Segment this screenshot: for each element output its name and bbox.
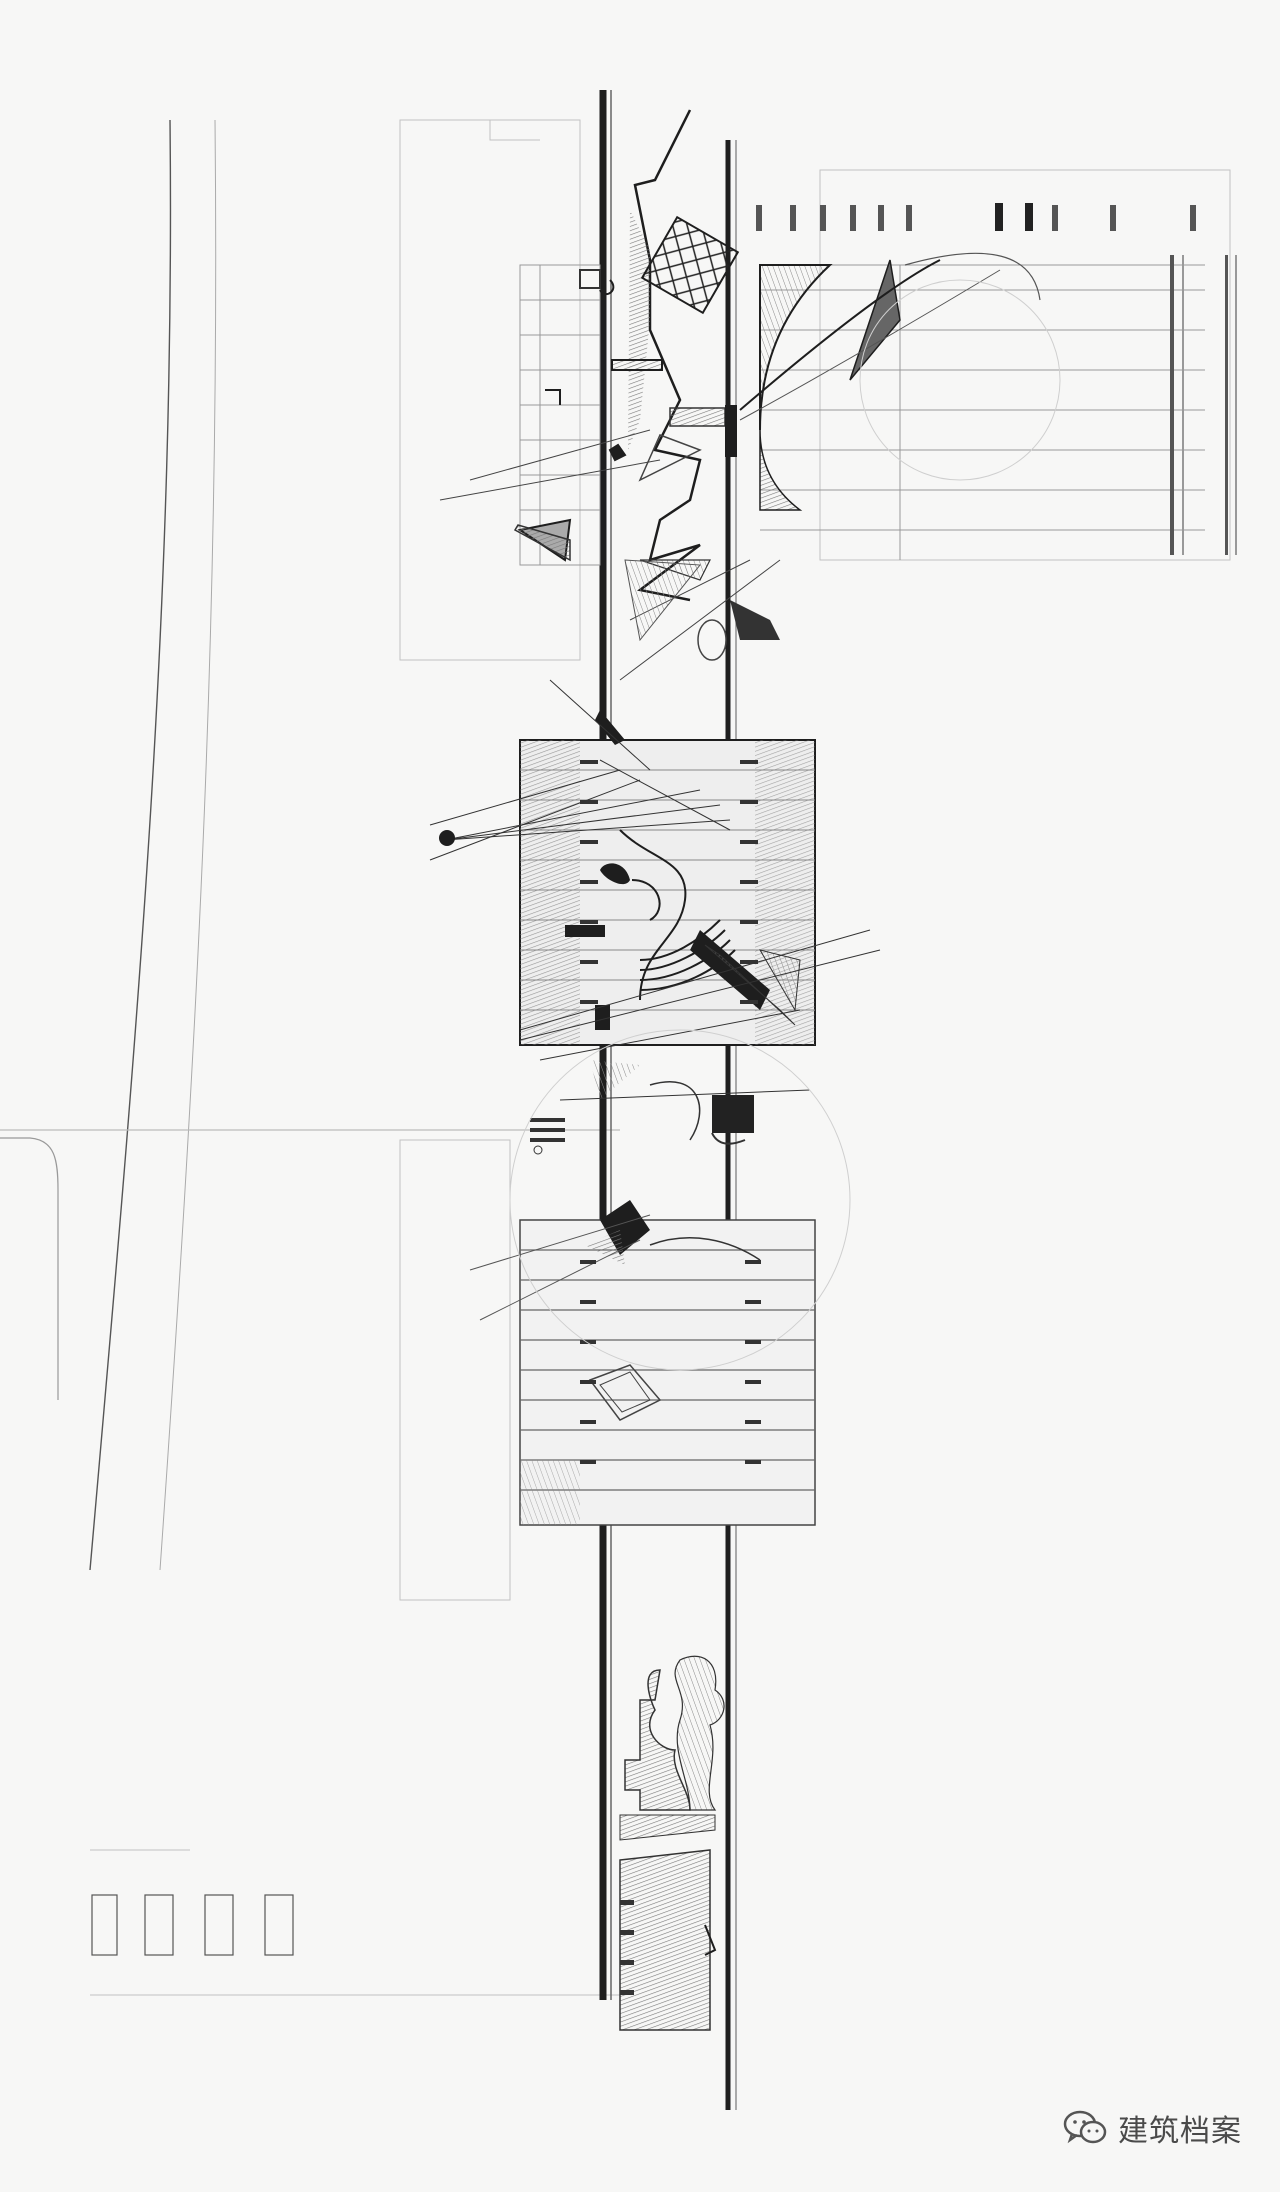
site-curves <box>0 119 620 1571</box>
wechat-icon <box>1062 2108 1108 2148</box>
junction-elements <box>530 1081 754 1155</box>
focal-point <box>439 830 455 846</box>
upper-grid <box>519 264 1205 566</box>
central-plaza <box>519 710 816 1100</box>
bottom-left-blocks <box>91 1894 294 1956</box>
lower-rail-ticks <box>580 1260 761 1464</box>
upper-zigzag-path <box>628 109 740 602</box>
construction-circles <box>509 279 1061 1371</box>
watermark-text: 建筑档案 <box>1118 2114 1242 2149</box>
upper-arc-composition <box>579 252 1041 511</box>
upper-tick-row <box>756 203 1237 555</box>
plaza-rail-ticks <box>580 760 758 1004</box>
wechat-watermark: 建筑档案 <box>1062 2106 1242 2150</box>
lower-garden <box>619 1655 725 2031</box>
lower-stripe-block <box>469 1200 816 1526</box>
mid-upper-wedges <box>513 524 780 661</box>
radiating-lines <box>429 679 881 1101</box>
faint-building-outlines <box>90 119 1231 1996</box>
